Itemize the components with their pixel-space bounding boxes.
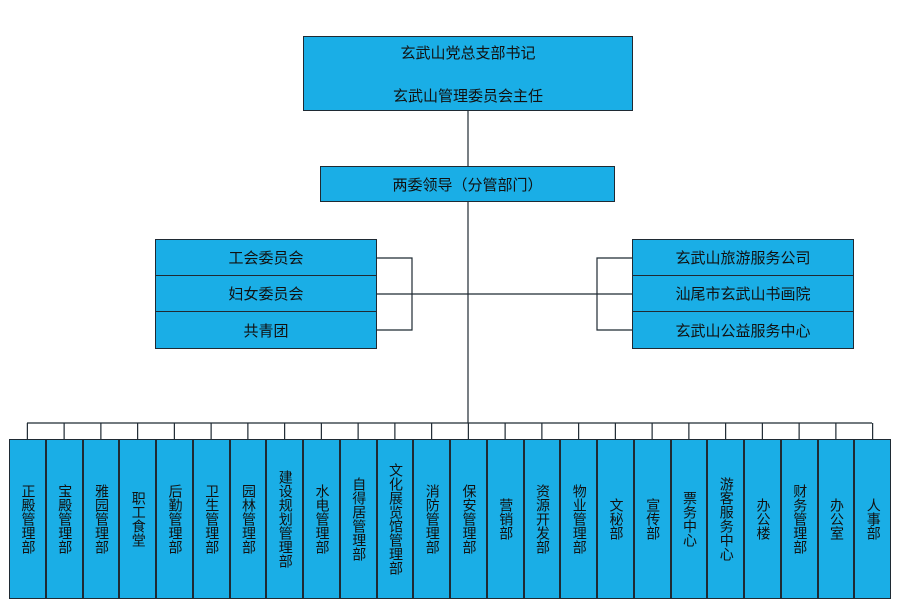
department-box: 水电管理部 [303,439,340,599]
department-label: 园林管理部 [239,484,256,554]
department-box: 游客服务中心 [707,439,745,599]
department-box: 雅园管理部 [82,439,120,599]
department-label: 物业管理部 [570,484,587,554]
department-label: 票务中心 [680,491,697,547]
department-label: 水电管理部 [313,484,330,554]
department-box: 文化展览馆管理部 [376,439,414,599]
department-box: 办公楼 [744,439,781,599]
affiliated-units-group: 玄武山旅游服务公司 汕尾市玄武山书画院 玄武山公益服务中心 [632,239,854,349]
department-label: 卫生管理部 [203,484,220,554]
union-committee: 工会委员会 [156,240,376,276]
leadership-box: 两委领导（分管部门） [320,166,615,202]
department-box: 票务中心 [670,439,708,599]
painting-academy: 汕尾市玄武山书画院 [633,276,853,312]
departments-row: 正殿管理部 宝殿管理部 雅园管理部 职工食堂 后勤管理部 卫生管理部 园林管理部 建设规划管理… [9,439,892,599]
department-box: 后勤管理部 [156,439,193,599]
department-box: 职工食堂 [119,439,157,599]
department-label: 办公楼 [754,498,771,540]
mass-organizations-group: 工会委员会 妇女委员会 共青团 [155,239,377,349]
department-label: 文化展览馆管理部 [386,463,403,575]
department-label: 营销部 [497,498,514,540]
department-box: 宝殿管理部 [45,439,83,599]
committee-director-title: 玄武山管理委员会主任 [392,86,543,105]
department-label: 消防管理部 [423,484,440,554]
department-label: 保安管理部 [460,484,477,554]
party-secretary-box: 玄武山党总支部书记 玄武山管理委员会主任 [303,36,633,111]
department-box: 正殿管理部 [9,439,46,599]
leadership-label: 两委领导（分管部门） [392,175,543,194]
department-label: 雅园管理部 [92,484,109,554]
youth-league: 共青团 [243,321,289,340]
department-box: 保安管理部 [450,439,487,599]
party-secretary-title: 玄武山党总支部书记 [400,43,536,62]
department-box: 人事部 [854,439,892,599]
department-label: 自得居管理部 [350,477,367,561]
department-label: 后勤管理部 [166,484,183,554]
department-box: 消防管理部 [413,439,451,599]
department-label: 文秘部 [607,498,624,540]
department-box: 文秘部 [597,439,634,599]
department-box: 园林管理部 [229,439,267,599]
tourism-service-company: 玄武山旅游服务公司 [633,240,853,276]
department-label: 财务管理部 [791,484,808,554]
department-box: 资源开发部 [523,439,561,599]
department-label: 游客服务中心 [717,477,734,561]
department-label: 职工食堂 [129,491,146,547]
department-box: 营销部 [486,439,524,599]
department-box: 宣传部 [633,439,671,599]
department-label: 宣传部 [644,498,661,540]
department-box: 物业管理部 [560,439,598,599]
department-box: 建设规划管理部 [266,439,304,599]
department-label: 宝殿管理部 [56,484,73,554]
department-label: 资源开发部 [533,484,550,554]
department-label: 建设规划管理部 [276,470,293,568]
women-committee: 妇女委员会 [156,276,376,312]
department-label: 人事部 [864,498,881,540]
public-service-center: 玄武山公益服务中心 [675,321,811,340]
department-box: 自得居管理部 [339,439,377,599]
department-label: 办公室 [827,498,844,540]
department-box: 办公室 [817,439,855,599]
department-box: 卫生管理部 [192,439,230,599]
department-label: 正殿管理部 [19,484,36,554]
department-box: 财务管理部 [780,439,818,599]
